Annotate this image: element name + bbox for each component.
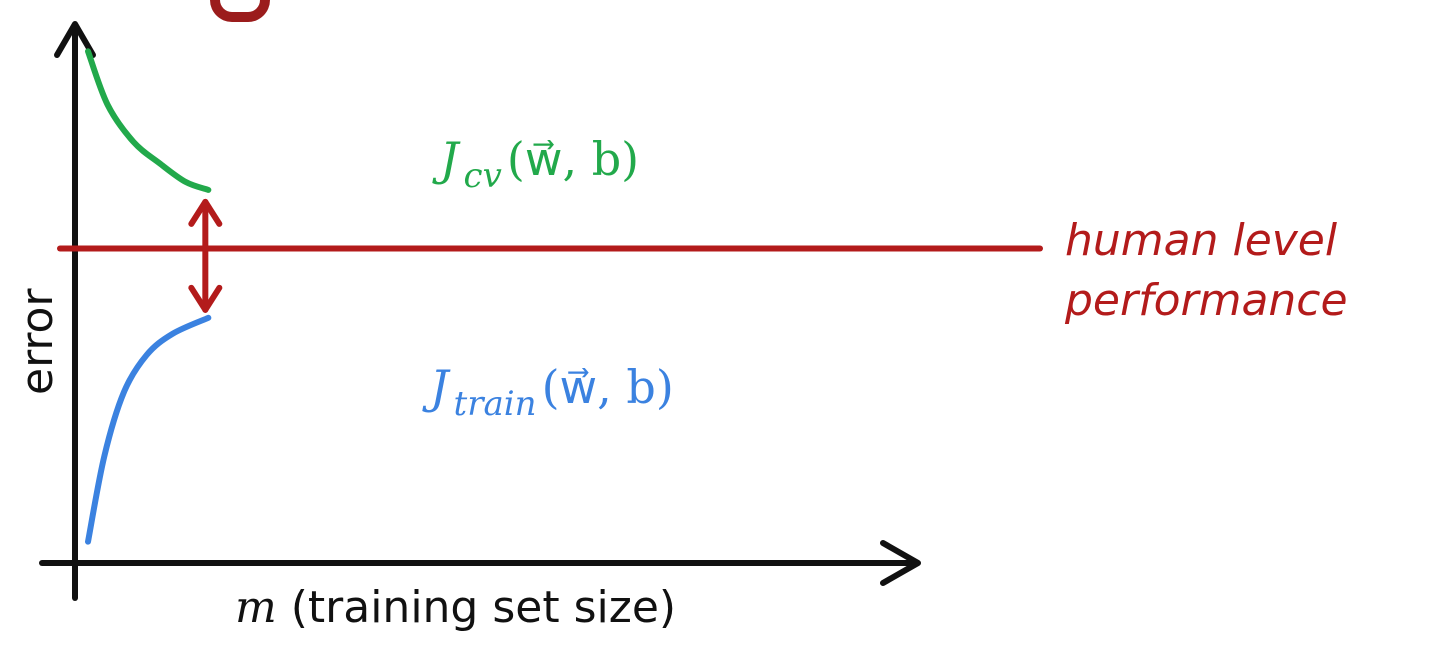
train-series-label: J train (w⃗, b) xyxy=(422,360,674,424)
y-axis-arrow-icon xyxy=(54,21,96,58)
y-axis-label: error xyxy=(12,288,63,395)
gap-arrow-up-icon xyxy=(188,198,223,227)
train-error-curve xyxy=(85,314,212,545)
x-axis-label: m (training set size) xyxy=(235,582,676,633)
cv-series-label: J cv (w⃗, b) xyxy=(432,132,639,196)
human-level-label-line2: performance xyxy=(1064,275,1348,326)
cv-label-sub: cv xyxy=(464,156,502,196)
train-label-main: J xyxy=(422,360,451,414)
train-label-sub: train xyxy=(454,384,537,424)
gap-double-arrow xyxy=(188,198,223,313)
title-fragment xyxy=(210,0,270,22)
human-level-label-line1: human level xyxy=(1065,215,1338,266)
gap-arrow-down-icon xyxy=(188,284,223,313)
x-axis-var: m xyxy=(235,582,277,633)
train-label-args: (w⃗, b) xyxy=(542,360,674,414)
x-axis-arrow-icon xyxy=(880,540,921,586)
cv-error-curve xyxy=(85,48,212,193)
x-axis-text: (training set size) xyxy=(291,582,676,633)
cv-label-args: (w⃗, b) xyxy=(507,132,639,186)
cv-label-main: J xyxy=(432,132,461,186)
